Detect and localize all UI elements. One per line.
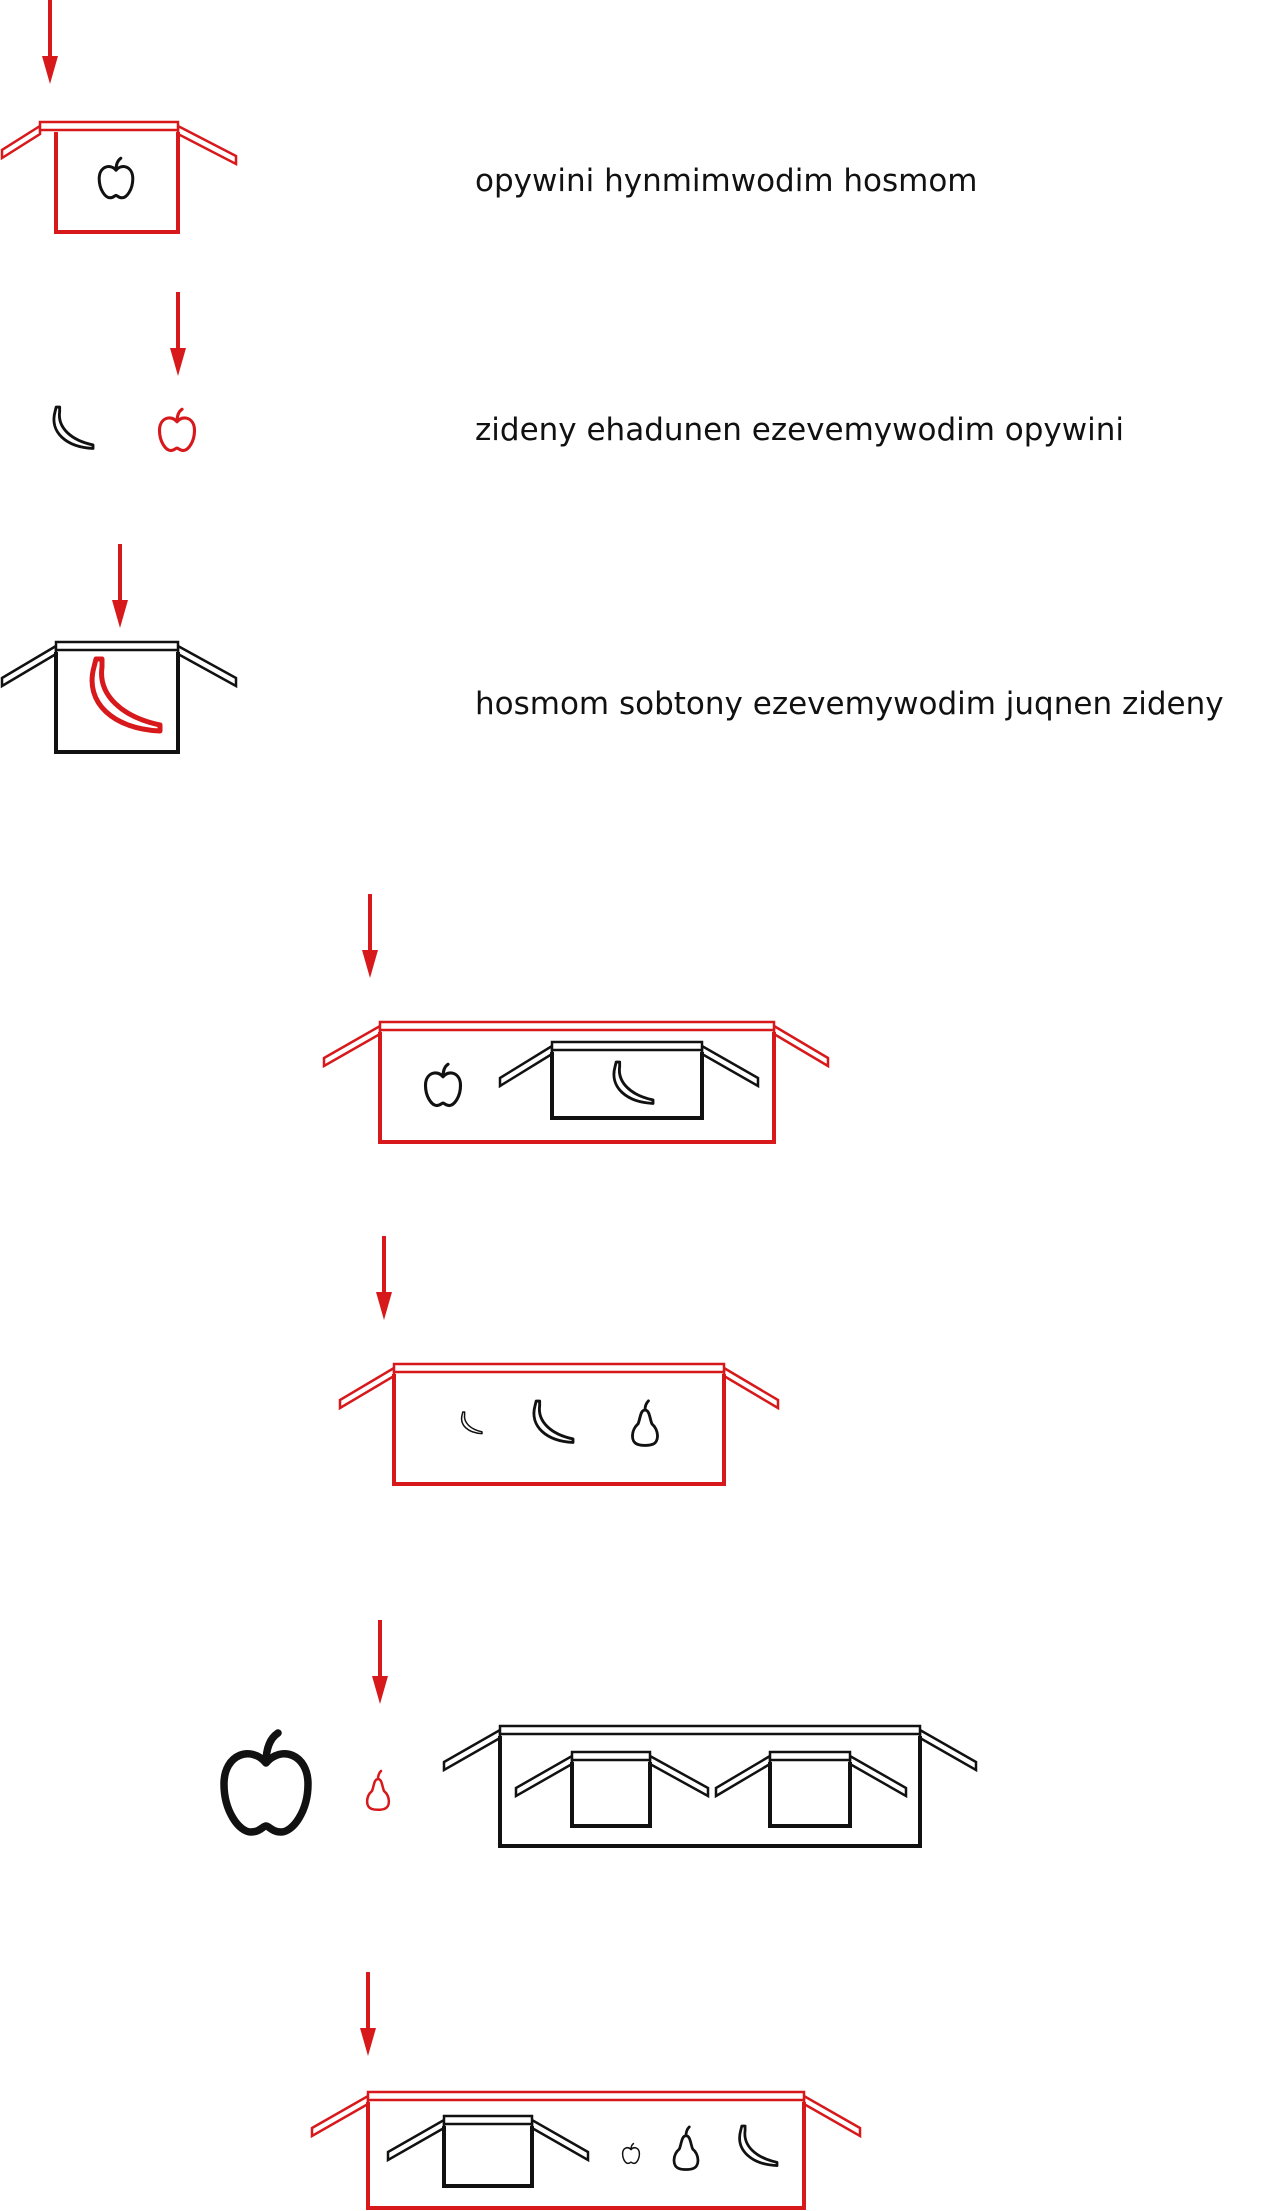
- banana-icon: [532, 1399, 575, 1444]
- pear-icon: [365, 1769, 391, 1811]
- row-1-caption: opywini hynmimwodim hosmom: [475, 163, 978, 199]
- open-box-icon: [310, 2090, 862, 2210]
- down-arrow-icon: [42, 0, 58, 84]
- row-5: [338, 1236, 780, 1486]
- down-arrow-icon: [360, 1972, 376, 2056]
- down-arrow-icon: [362, 894, 378, 978]
- row-3: hosmom sobtony ezevemywodim juqnen ziden…: [0, 544, 1224, 754]
- open-box-icon: [442, 1724, 978, 1848]
- apple-icon: [97, 156, 135, 200]
- apple-icon: [224, 1733, 308, 1832]
- row-2-caption: zideny ehadunen ezevemywodim opywini: [475, 412, 1124, 448]
- down-arrow-icon: [372, 1620, 388, 1704]
- banana-icon: [738, 2124, 779, 2167]
- open-box-icon: [0, 640, 238, 754]
- banana-icon: [612, 1060, 655, 1105]
- row-4: [322, 894, 830, 1144]
- apple-icon: [157, 407, 197, 453]
- open-box-icon: [0, 120, 238, 234]
- open-box-icon: [514, 1750, 710, 1828]
- pear-icon: [672, 2125, 700, 2171]
- open-box-icon: [338, 1362, 780, 1486]
- row-3-caption: hosmom sobtony ezevemywodim juqnen ziden…: [475, 686, 1224, 722]
- pear-icon: [631, 1399, 659, 1447]
- open-box-icon: [498, 1040, 760, 1120]
- down-arrow-icon: [112, 544, 128, 628]
- down-arrow-icon: [376, 1236, 392, 1320]
- banana-icon: [92, 659, 160, 731]
- row-6: [224, 1620, 978, 1848]
- open-box-icon: [714, 1750, 908, 1828]
- banana-icon: [460, 1411, 483, 1435]
- banana-icon: [52, 405, 95, 450]
- row-7: [310, 1972, 862, 2210]
- row-1: opywini hynmimwodim hosmom: [0, 0, 978, 234]
- apple-icon: [621, 2142, 641, 2165]
- down-arrow-icon: [170, 292, 186, 376]
- open-box-icon: [322, 1020, 830, 1144]
- open-box-icon: [386, 2114, 590, 2188]
- apple-icon: [423, 1062, 463, 1108]
- row-2: zideny ehadunen ezevemywodim opywini: [52, 292, 1124, 453]
